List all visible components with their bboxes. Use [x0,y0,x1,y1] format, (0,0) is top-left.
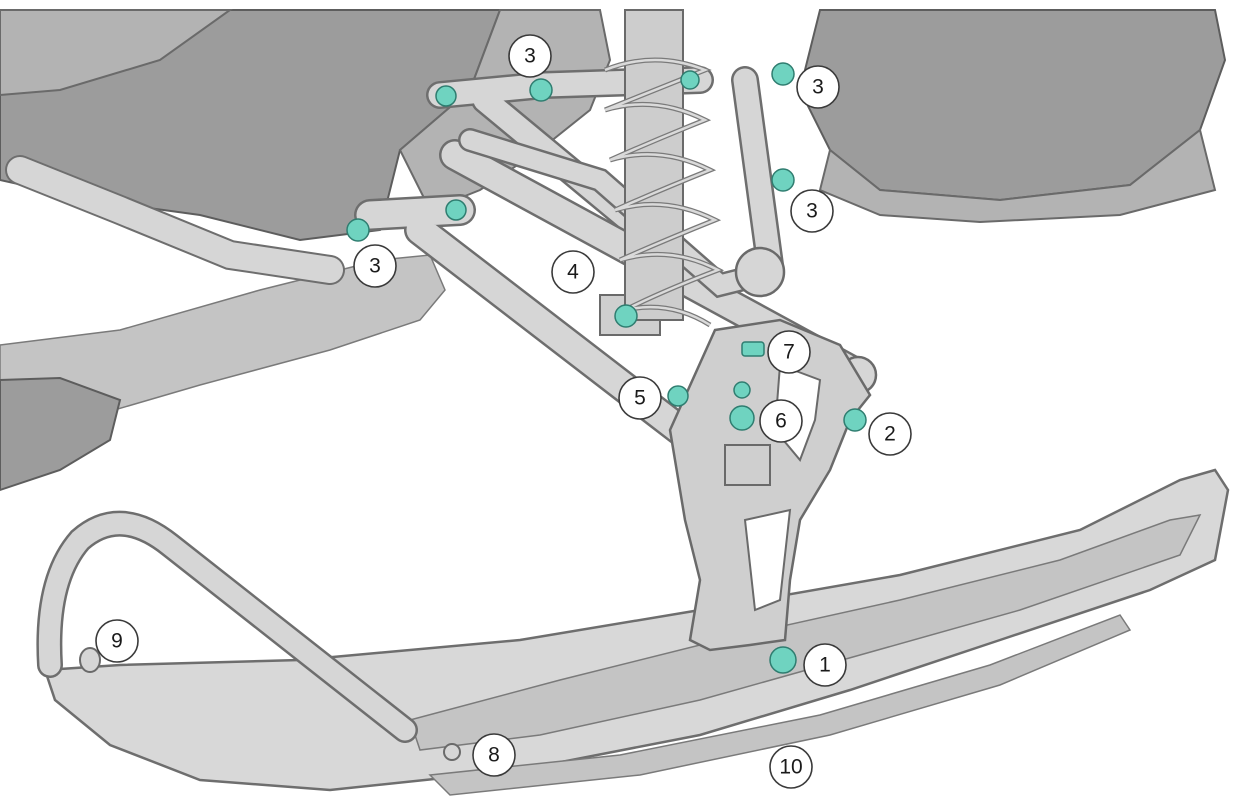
fastener-spindle-side [733,381,751,399]
fastener-lower-arm-right [771,168,795,192]
callout-6: 6 [759,399,803,443]
callouts: 1 2 3 3 3 3 4 5 [95,34,912,789]
callout-label: 6 [775,410,787,433]
shock-absorber [604,9,725,328]
callout-label: 4 [567,261,579,284]
callout-label: 3 [806,200,818,223]
fastener-upper-arm-left-rear [529,78,553,102]
left-upper-panel [0,9,234,97]
callout-10: 10 [769,745,813,789]
fastener-ski-bolt [769,646,797,674]
callout-3-top-right: 3 [796,65,840,109]
coil-spring [604,57,725,328]
callout-8: 8 [472,733,516,777]
fastener-lower-arm-left-inner [445,199,467,221]
ski-pivot-bolt [443,743,461,761]
callout-label: 3 [524,45,536,68]
fastener-upper-arm-left-front [435,85,457,107]
callout-7: 7 [767,330,811,374]
fastener-sway-bar [614,304,638,328]
rear-ski-assembly [0,155,446,492]
loop-bolt [79,647,101,673]
callout-label: 5 [634,387,646,410]
callout-1: 1 [803,643,847,687]
callout-label: 3 [369,255,381,278]
fastener-upper-arm-right-top [771,62,795,86]
fastener-lower-arm-left [346,218,370,242]
callout-label: 7 [783,341,795,364]
spindle [668,318,872,652]
callout-label: 3 [812,76,824,99]
right-lower-panel [818,128,1217,224]
rear-ski-base [0,376,122,492]
spindle-cutout-lower [743,508,792,612]
callout-2: 2 [868,412,912,456]
callout-label: 9 [111,630,123,653]
ball-joint-upper [734,246,786,298]
fasteners [346,62,867,674]
shock-body [624,9,684,321]
fastener-upper-arm-right-inner [680,70,700,90]
callout-9: 9 [95,619,139,663]
callout-3-mid-right: 3 [790,189,834,233]
ski-keel [428,614,1132,796]
callout-4: 4 [551,250,595,294]
callout-label: 2 [884,423,896,446]
callout-5: 5 [618,376,662,420]
fastener-ball-joint-nut [843,408,867,432]
fastener-spindle-top [741,341,765,357]
callout-3-left: 3 [353,244,397,288]
callout-label: 8 [488,744,500,767]
callout-label: 10 [779,756,802,779]
fastener-spindle-upper [729,405,755,431]
fastener-shock-lower [667,385,689,407]
callout-label: 1 [819,654,831,677]
ski-body [43,468,1230,792]
front-ski [36,468,1230,796]
callout-3-top-left: 3 [508,34,552,78]
spindle-bushing [724,444,771,486]
